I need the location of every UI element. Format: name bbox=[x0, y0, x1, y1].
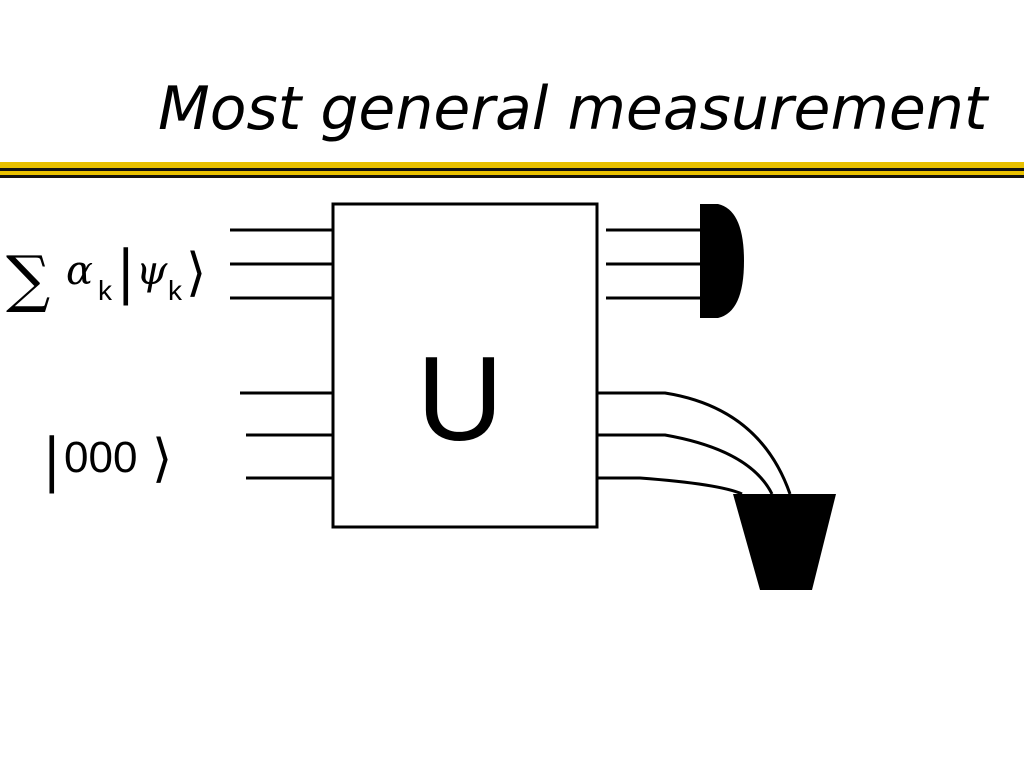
trash-bin-icon bbox=[733, 494, 836, 590]
ket-close: ⟩ bbox=[186, 243, 206, 303]
output-wire bbox=[597, 391, 792, 495]
psi-symbol: ψ bbox=[136, 248, 168, 294]
ancilla-ket-close: ⟩ bbox=[152, 429, 172, 489]
slide-title: Most general measurement bbox=[158, 74, 988, 144]
ket-bar: | bbox=[116, 238, 136, 306]
output-wire bbox=[597, 476, 743, 496]
measured-wires bbox=[606, 228, 700, 300]
discarded-wires bbox=[597, 391, 792, 496]
psi-subscript: k bbox=[168, 275, 183, 306]
alpha-subscript: k bbox=[98, 275, 113, 306]
input-state-label: ∑ α k | ψ k ⟩ bbox=[6, 238, 206, 315]
title-divider bbox=[0, 162, 1024, 178]
output-wire bbox=[597, 433, 774, 495]
ancilla-ket-bar: | bbox=[42, 426, 62, 494]
unitary-label: U bbox=[417, 332, 504, 466]
alpha-symbol: α bbox=[66, 248, 93, 294]
ancilla-value: 000 bbox=[64, 433, 137, 482]
unitary-gate: U bbox=[331, 202, 599, 529]
sum-symbol: ∑ bbox=[6, 242, 50, 315]
input-wires bbox=[230, 228, 333, 480]
meter-icon bbox=[700, 204, 744, 318]
ancilla-state-label: | 000 ⟩ bbox=[42, 426, 172, 494]
unitary-box bbox=[331, 202, 599, 529]
